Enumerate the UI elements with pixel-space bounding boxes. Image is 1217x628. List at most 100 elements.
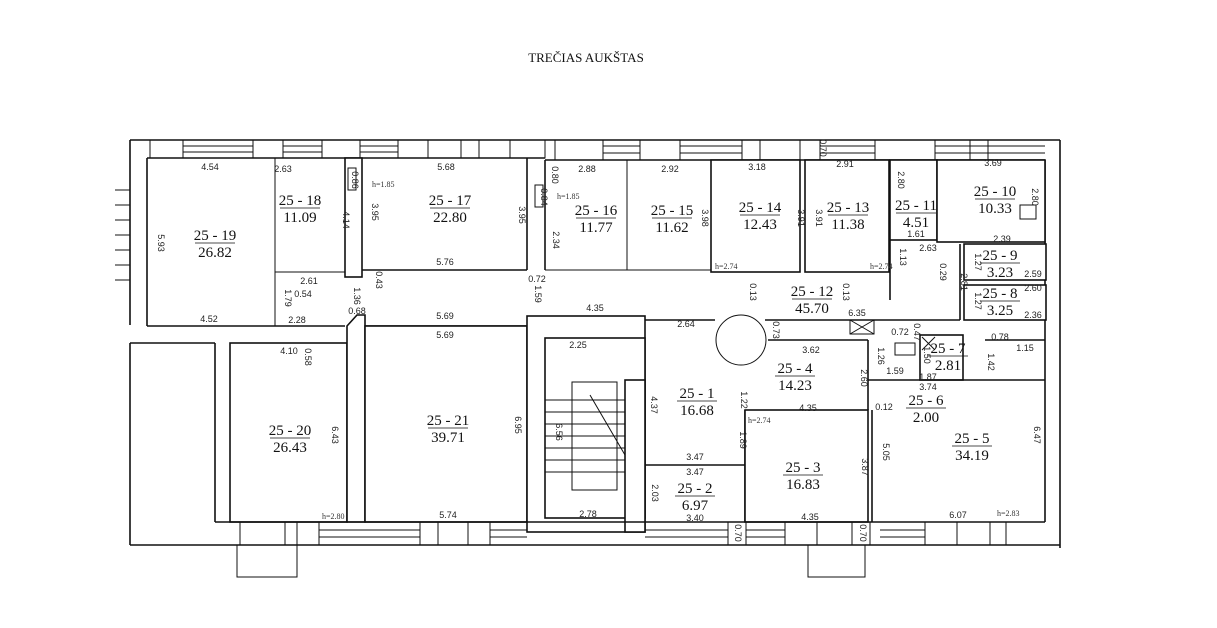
room-area: 6.97 — [682, 498, 709, 514]
dimension-label: 0.29 — [938, 263, 948, 281]
ceiling-height-label: h=1.85 — [557, 192, 580, 201]
ceiling-height-label: h=2.74 — [870, 262, 893, 271]
dimension-label: 6.43 — [330, 426, 340, 444]
dimension-label: 3.91 — [814, 209, 824, 227]
room-25-2: 25 - 26.97 — [675, 481, 715, 514]
room-id: 25 - 19 — [194, 228, 237, 244]
ceiling-height-label: h=2.83 — [997, 509, 1020, 518]
dimension-label: 1.22 — [739, 391, 749, 409]
room-id: 25 - 15 — [651, 203, 694, 219]
dimension-label: 6.47 — [1032, 426, 1042, 444]
dimension-label: 6.35 — [848, 308, 866, 318]
room-id: 25 - 2 — [678, 481, 713, 497]
dimension-label: 5.05 — [881, 443, 891, 461]
room-id: 25 - 3 — [786, 460, 821, 476]
dimension-label: 2.25 — [569, 340, 587, 350]
dimension-label: 4.10 — [280, 346, 298, 356]
room-25-8: 25 - 83.25 — [980, 286, 1020, 319]
dimension-label: 3.74 — [919, 382, 937, 392]
dimension-label: 2.63 — [919, 243, 937, 253]
room-id: 25 - 12 — [791, 284, 834, 300]
room-25-6: 25 - 62.00 — [906, 393, 946, 426]
dimension-label: 0.12 — [875, 402, 893, 412]
dimension-label: 1.36 — [352, 287, 362, 305]
dimension-label: 1.59 — [886, 366, 904, 376]
dimension-label: 3.95 — [370, 203, 380, 221]
dimension-label: 2.39 — [993, 234, 1011, 244]
dimension-label: 0.72 — [528, 274, 546, 284]
dimension-label: 3.91 — [796, 209, 806, 227]
dimension-label: 3.18 — [748, 162, 766, 172]
dimension-label: 5.93 — [156, 234, 166, 252]
dimension-label: 6.56 — [554, 423, 564, 441]
room-area: 4.51 — [903, 215, 929, 231]
dimension-label: 0.47 — [912, 323, 922, 341]
room-id: 25 - 11 — [895, 198, 937, 214]
dimension-label: 0.84 — [539, 188, 549, 206]
room-area: 11.62 — [655, 220, 688, 236]
room-id: 25 - 4 — [778, 361, 813, 377]
dimension-label: 4.52 — [200, 314, 218, 324]
dimension-label: 2.80 — [896, 171, 906, 189]
ceiling-height-label: h=2.74 — [715, 262, 738, 271]
dimension-label: 2.78 — [579, 509, 597, 519]
dimension-label: 1.89 — [738, 431, 748, 449]
dimension-label: 2.63 — [274, 164, 292, 174]
room-area: 2.00 — [913, 410, 939, 426]
ceiling-height-label: h=2.74 — [748, 416, 771, 425]
room-id: 25 - 17 — [429, 193, 472, 209]
dimension-label: 2.88 — [578, 164, 596, 174]
room-area: 26.43 — [273, 440, 307, 456]
dimension-label: 1.13 — [898, 248, 908, 266]
room-25-11: 25 - 114.51 — [895, 198, 937, 231]
dimension-label: 6.95 — [513, 416, 523, 434]
room-area: 45.70 — [795, 301, 829, 317]
dimension-label: 2.28 — [288, 315, 306, 325]
dimension-label: 4.35 — [586, 303, 604, 313]
dimension-label: 3.98 — [700, 209, 710, 227]
dimension-label: 2.03 — [650, 484, 660, 502]
room-area: 39.71 — [431, 430, 465, 446]
room-area: 16.68 — [680, 403, 714, 419]
dimension-label: 0.72 — [891, 327, 909, 337]
room-25-5: 25 - 534.19 — [952, 431, 992, 464]
dimension-label: 1.50 — [922, 346, 932, 364]
room-area: 26.82 — [198, 245, 232, 261]
dimension-label: 2.91 — [836, 159, 854, 169]
dimension-label: 2.92 — [661, 164, 679, 174]
dimension-label: 1.59 — [533, 285, 543, 303]
floor-plan-title: TREČIAS AUKŠTAS — [528, 50, 644, 65]
dimension-label: 2.61 — [300, 276, 318, 286]
dimension-label: 2.60 — [1024, 283, 1042, 293]
dimension-label: 0.86 — [350, 171, 360, 189]
dimension-label: 5.74 — [439, 510, 457, 520]
room-area: 2.81 — [935, 358, 961, 374]
dimension-label: 3.47 — [686, 452, 704, 462]
room-area: 11.09 — [283, 210, 316, 226]
dimension-label: 0.68 — [348, 306, 366, 316]
dimension-label: 3.47 — [686, 467, 704, 477]
room-area: 22.80 — [433, 210, 467, 226]
dimension-label: 3.95 — [517, 206, 527, 224]
room-area: 3.25 — [987, 303, 1013, 319]
room-id: 25 - 18 — [279, 193, 322, 209]
room-id: 25 - 20 — [269, 423, 312, 439]
room-area: 14.23 — [778, 378, 812, 394]
room-id: 25 - 5 — [955, 431, 990, 447]
dimension-label: 2.34 — [551, 231, 561, 249]
dimension-label: 3.87 — [860, 458, 870, 476]
dimension-label: 5.68 — [437, 162, 455, 172]
room-id: 25 - 8 — [983, 286, 1018, 302]
room-id: 25 - 21 — [427, 413, 470, 429]
dimension-label: 1.27 — [973, 292, 983, 310]
room-25-4: 25 - 414.23 — [775, 361, 815, 394]
ceiling-height-label: h=2.80 — [322, 512, 345, 521]
